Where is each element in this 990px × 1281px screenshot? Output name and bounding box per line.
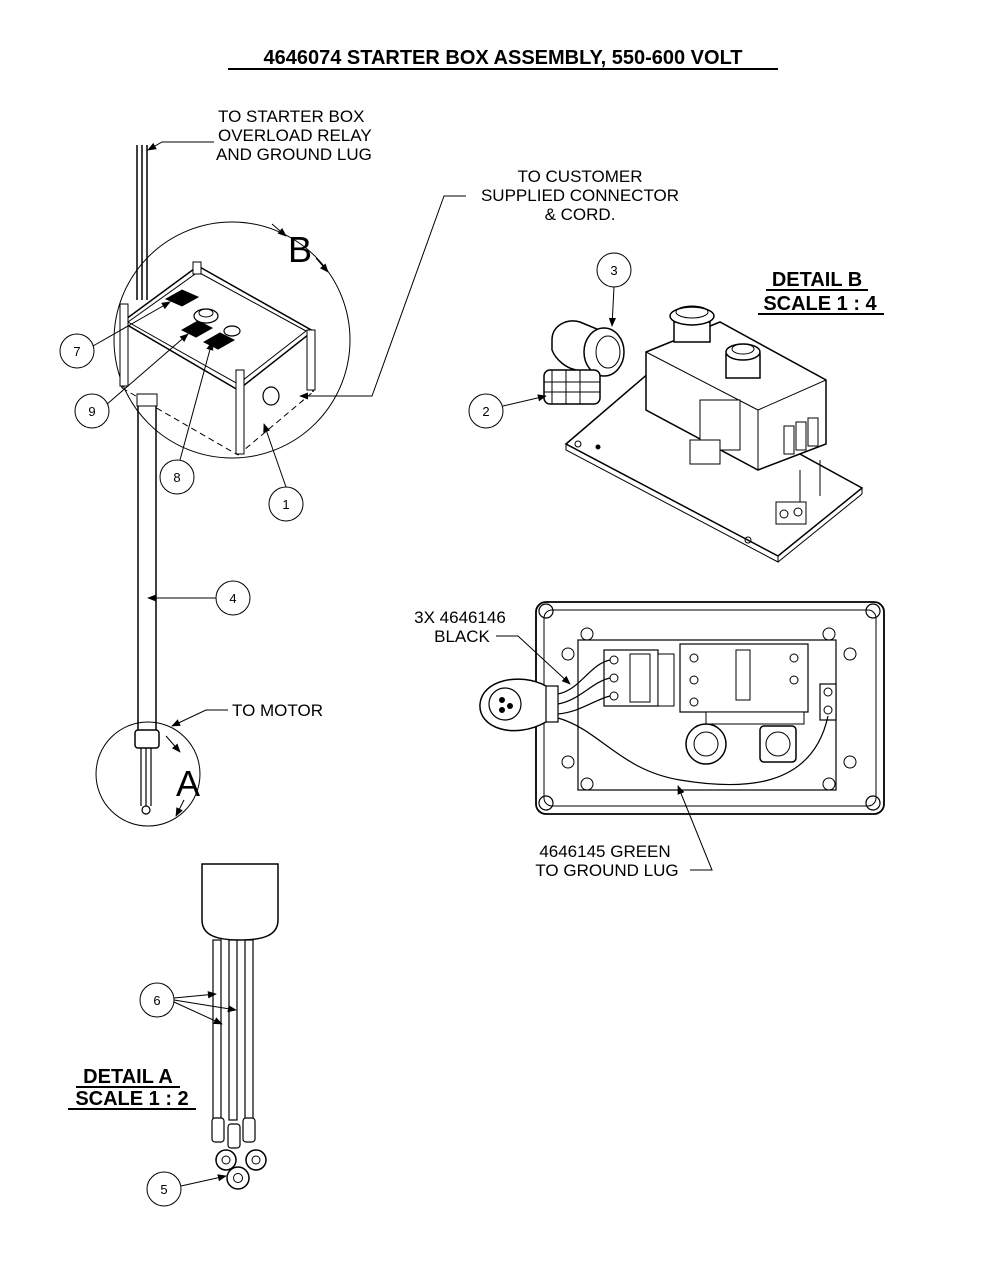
balloon-label-3: 3 [610,263,617,278]
detail-b-circle [113,221,351,459]
balloon-item-7: 7 [59,301,171,369]
note-to-motor: TO MOTOR [232,701,323,720]
balloon-label-9: 9 [88,404,95,419]
balloon-label-2: 2 [482,404,489,419]
detail-b-view [543,305,864,563]
detail-a-title: DETAIL A [83,1066,173,1088]
balloon-item-4: 4 [147,580,251,616]
note-customer-line-2: SUPPLIED CONNECTOR [481,186,679,205]
note-starter-box: TO STARTER BOX OVERLOAD RELAY AND GROUND… [147,107,372,164]
note-black-wire-line-2: BLACK [434,627,490,646]
balloon-item-5: 5 [146,1171,227,1207]
view-letter-b: B [288,229,312,270]
balloon-label-7: 7 [73,344,80,359]
balloon-item-8: 8 [159,341,214,495]
detail-b-title: DETAIL B [772,269,862,291]
note-customer-line-1: TO CUSTOMER [518,167,643,186]
view-letter-a: A [176,763,200,804]
callout-balloons: 1 2 3 4 5 6 [59,252,632,1207]
note-customer: TO CUSTOMER SUPPLIED CONNECTOR & CORD. [299,167,679,400]
note-customer-line-3: & CORD. [545,205,616,224]
balloon-label-6: 6 [153,993,160,1008]
note-starter-box-line-2: OVERLOAD RELAY [218,126,372,145]
detail-b-scale: SCALE 1 : 4 [763,293,877,315]
detail-a-view [201,863,279,1190]
note-green-wire-line-1: 4646145 GREEN [539,842,670,861]
detail-a-circle [95,721,201,827]
balloon-label-4: 4 [229,591,236,606]
page-title: 4646074 STARTER BOX ASSEMBLY, 550-600 VO… [263,47,742,69]
balloon-item-2: 2 [468,393,547,429]
balloon-item-9: 9 [74,333,189,429]
balloon-item-6: 6 [139,982,237,1025]
control-box-plan-view [479,601,885,815]
balloon-item-1: 1 [263,423,304,522]
note-green-wire-line-2: TO GROUND LUG [535,861,678,880]
detail-a-scale: SCALE 1 : 2 [75,1088,188,1110]
note-starter-box-line-3: AND GROUND LUG [216,145,372,164]
balloon-item-3: 3 [596,252,632,327]
note-black-wire-line-1: 3X 4646146 [414,608,506,627]
balloon-label-8: 8 [173,470,180,485]
main-assembly-view [95,145,351,827]
balloon-label-1: 1 [282,497,289,512]
balloon-label-5: 5 [160,1182,167,1197]
note-starter-box-line-1: TO STARTER BOX [218,107,364,126]
